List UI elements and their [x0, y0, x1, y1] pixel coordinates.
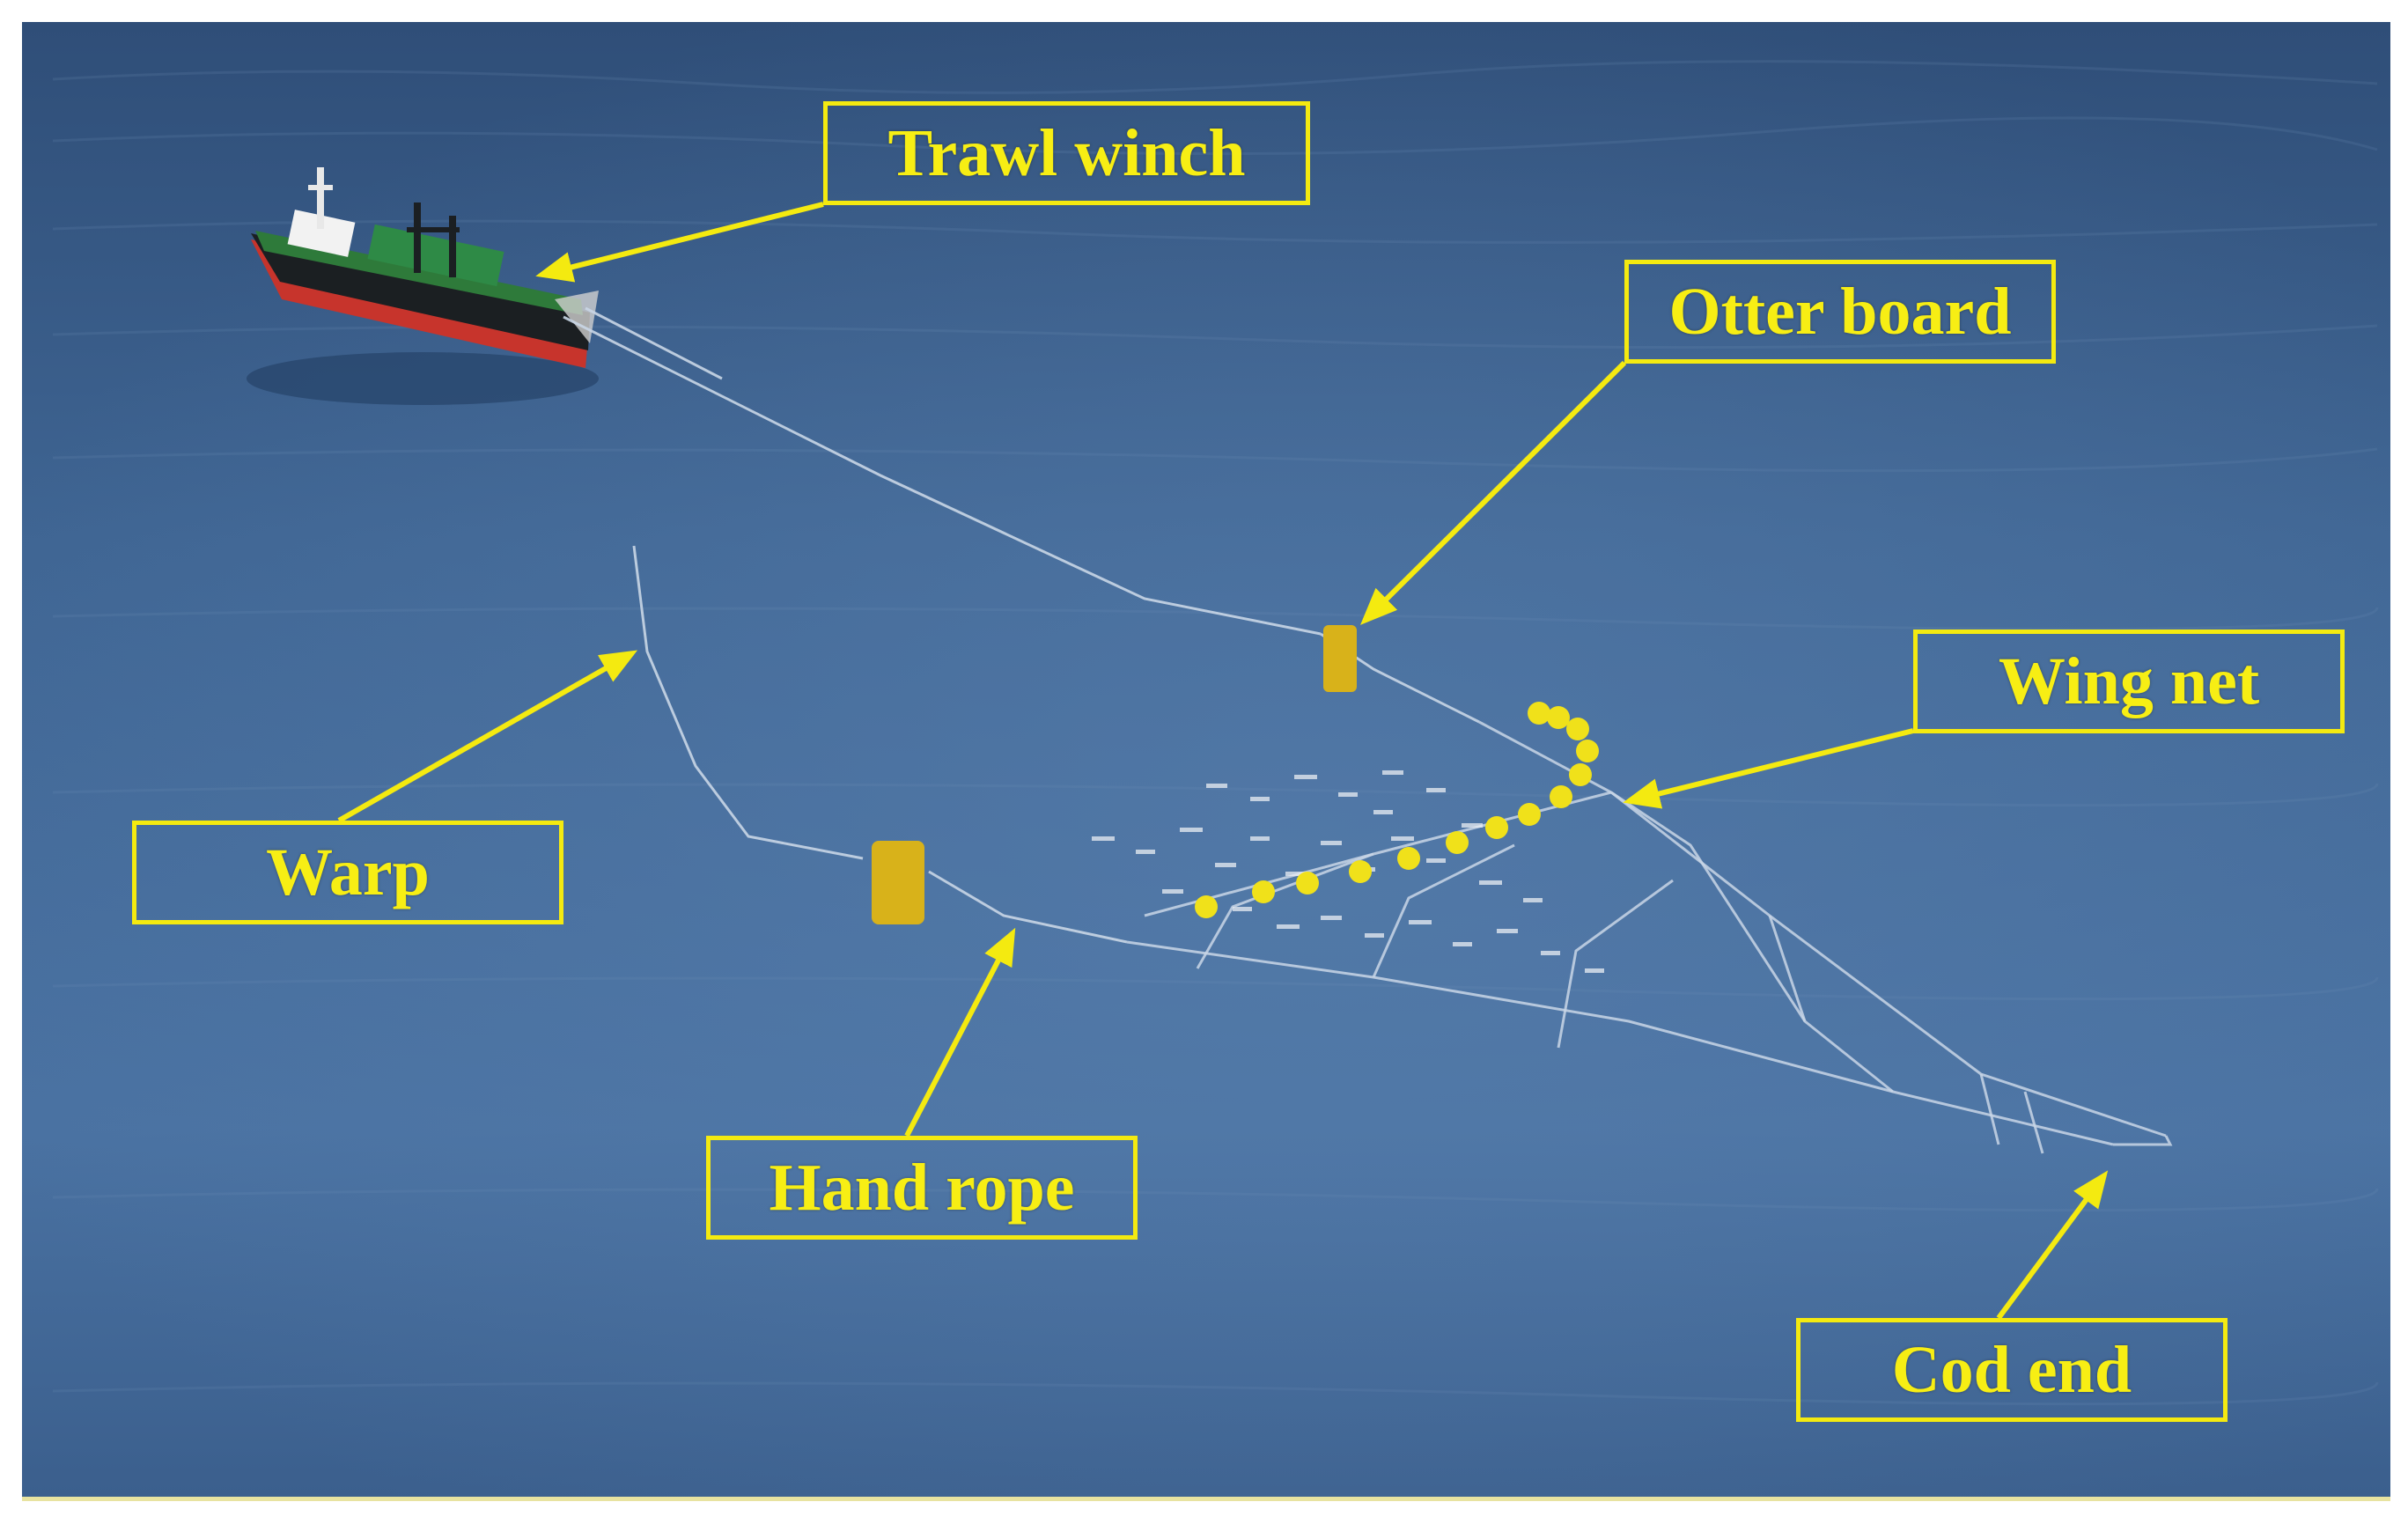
bottom-border-line [22, 1497, 2390, 1501]
label-hand-rope: Hand rope [706, 1136, 1138, 1240]
trawl-net [1126, 720, 2173, 1154]
label-cod-end: Cod end [1796, 1318, 2228, 1422]
arrow-cod-end [1996, 1170, 2109, 1320]
arrow-trawl-winch [535, 202, 824, 283]
wave-ripples [52, 60, 2379, 1406]
label-otter-board: Otter board [1624, 260, 2056, 364]
arrow-hand-rope [904, 927, 1016, 1137]
headrope-floats [1195, 702, 1599, 918]
label-wing-net: Wing net [1913, 629, 2345, 733]
label-warp: Warp [132, 821, 563, 924]
otter-board-lower [872, 841, 924, 924]
arrow-warp [337, 650, 638, 823]
otter-board-upper [1323, 625, 1357, 692]
arrow-otter-board [1360, 360, 1627, 625]
trawler-ship [247, 167, 599, 405]
pointer-arrows [337, 202, 2109, 1320]
arrow-wing-net [1623, 728, 1914, 809]
label-trawl-winch: Trawl winch [823, 101, 1310, 205]
